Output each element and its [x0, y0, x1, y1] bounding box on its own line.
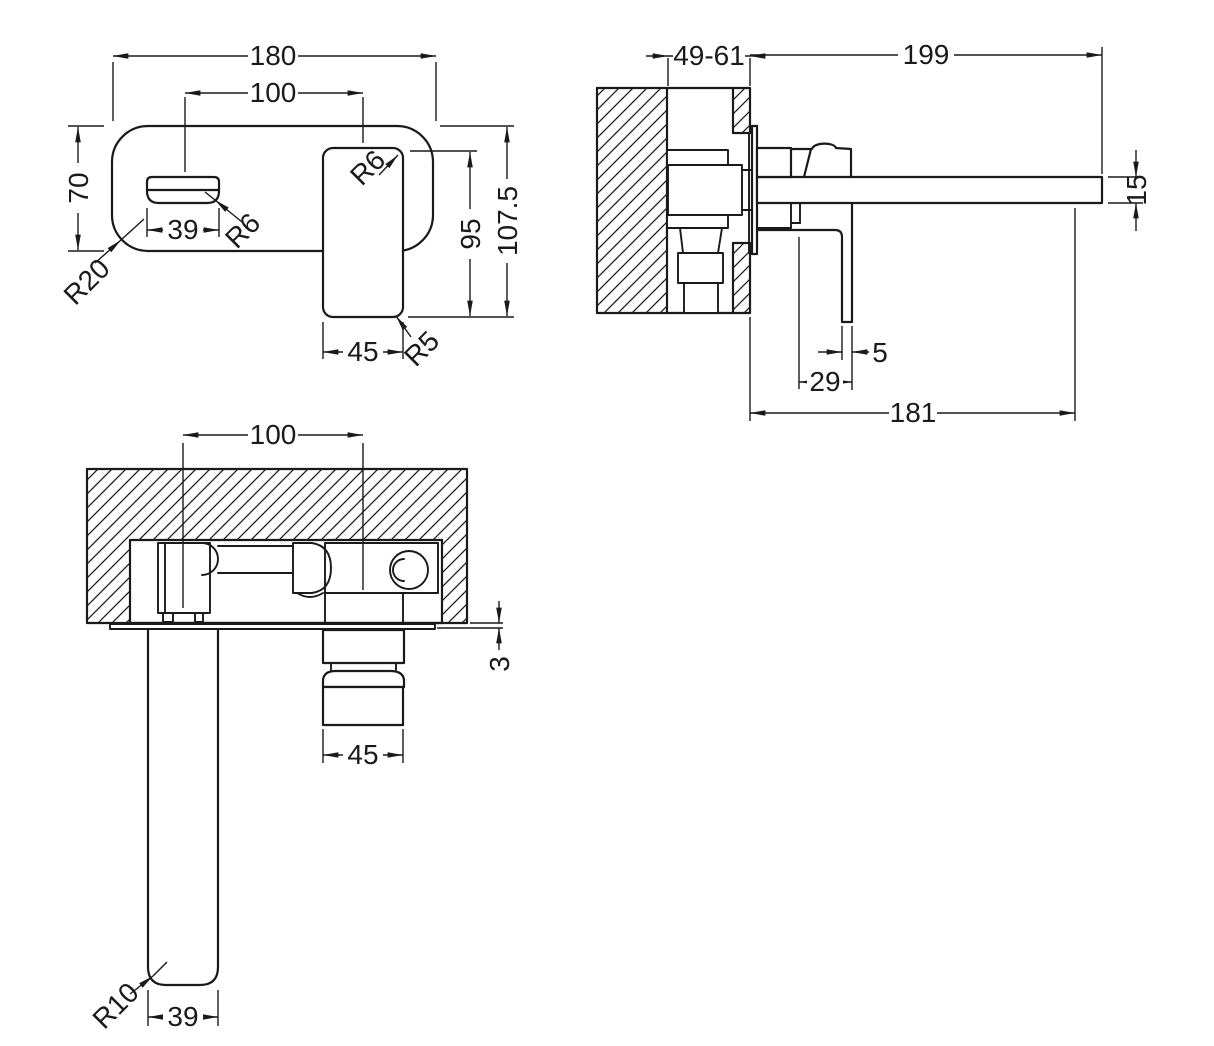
- dim-handle-width-top: 45: [322, 729, 404, 770]
- valve-foot-right: [194, 612, 204, 623]
- dim-overall-height-label: 107.5: [492, 186, 523, 256]
- handle-dome: [810, 142, 838, 151]
- radius-plate-corner-label: R20: [58, 253, 116, 311]
- spout-bar: [755, 175, 1104, 205]
- lever-arm: [755, 201, 854, 324]
- dim-spout-width-top-label: 39: [167, 1001, 198, 1032]
- dim-overall-projection-label: 181: [890, 397, 937, 428]
- radius-spout-tip-label: R10: [87, 977, 145, 1035]
- handle-collar: [789, 147, 813, 179]
- dim-spout-reach: 199: [750, 39, 1103, 174]
- dim-spout-height: 15: [1108, 150, 1152, 231]
- wall-recess-bottom-edge: [731, 241, 752, 315]
- dim-plate-thickness-label: 3: [484, 656, 515, 672]
- cartridge-housing: [667, 164, 743, 216]
- dim-overall-height: 107.5: [408, 125, 523, 318]
- handle-hub: [755, 146, 793, 179]
- inlet-taper: [679, 227, 723, 254]
- dim-wall-thickness: 49-61: [646, 40, 766, 86]
- dim-plate-thickness: 3: [437, 601, 515, 672]
- dim-handle-width-top-label: 45: [347, 739, 378, 770]
- handle-base-section: [321, 628, 406, 665]
- wall-recess-cutout: [128, 538, 444, 625]
- wall-recess-top-edge: [731, 86, 752, 135]
- lever-handle-outline: [321, 146, 405, 319]
- handle-grip-body: [321, 685, 405, 727]
- front-view: 180 100 70 39: [58, 40, 523, 372]
- dim-spout-height-label: 15: [1121, 174, 1152, 205]
- top-view: 100 3 45 R10: [85, 419, 515, 1035]
- dim-spout-width: 39: [146, 208, 220, 245]
- dim-spout-center-offset: 100: [184, 77, 364, 172]
- dim-plate-height: 70: [63, 125, 104, 252]
- faceplate-edge: [109, 623, 436, 630]
- mixer-center-body: [292, 542, 332, 594]
- cartridge-circle: [389, 550, 429, 590]
- valve-foot-left: [162, 612, 174, 623]
- handle-cap: [834, 146, 853, 179]
- dim-lever-offset: 29: [798, 237, 852, 397]
- dim-handle-width: 45: [322, 322, 404, 367]
- dim-spout-center-top: 100: [182, 419, 364, 608]
- side-view: 49-61 199 15 5 29: [595, 39, 1152, 428]
- dim-spout-reach-label: 199: [903, 39, 950, 70]
- dim-spout-center-top-label: 100: [250, 419, 297, 450]
- wall-outline: [595, 86, 752, 315]
- mixer-body-flange: [296, 592, 324, 598]
- handle-grip-shoulders: [321, 669, 406, 689]
- wall-outline-top-view: [85, 467, 469, 625]
- spout-tube: [146, 627, 220, 987]
- dim-plate-width-label: 180: [250, 40, 297, 71]
- dim-plate-height-label: 70: [63, 172, 94, 203]
- dim-handle-height-label: 95: [455, 218, 486, 249]
- wall-hatch-bottom-strip: [733, 243, 750, 313]
- dim-spout-width-top: 39: [147, 990, 219, 1032]
- dim-lever-thickness: 5: [818, 326, 888, 390]
- dim-lever-offset-label: 29: [809, 366, 840, 397]
- dim-wall-thickness-label: 49-61: [673, 40, 745, 71]
- cartridge-inner-arc: [392, 558, 405, 582]
- dim-handle-height: 95: [410, 150, 486, 316]
- dim-handle-width-label: 45: [347, 336, 378, 367]
- pipe-elbow: [201, 542, 219, 576]
- radius-callout-spout-tip: R10: [87, 961, 168, 1035]
- inlet-pipe: [683, 282, 719, 314]
- dim-spout-width-label: 39: [167, 214, 198, 245]
- dim-lever-thickness-label: 5: [872, 337, 888, 368]
- cartridge-block: [324, 542, 439, 594]
- wall-hatch-main: [597, 88, 667, 313]
- inlet-union: [677, 252, 724, 284]
- radius-handle-bottom-label: R5: [398, 325, 445, 372]
- spout-valve-block: [157, 542, 211, 614]
- dim-overall-projection: 181: [749, 208, 1076, 428]
- wall-hatch-top-strip: [733, 88, 750, 133]
- dim-plate-width: 180: [112, 40, 437, 121]
- dim-spout-center-label: 100: [250, 77, 297, 108]
